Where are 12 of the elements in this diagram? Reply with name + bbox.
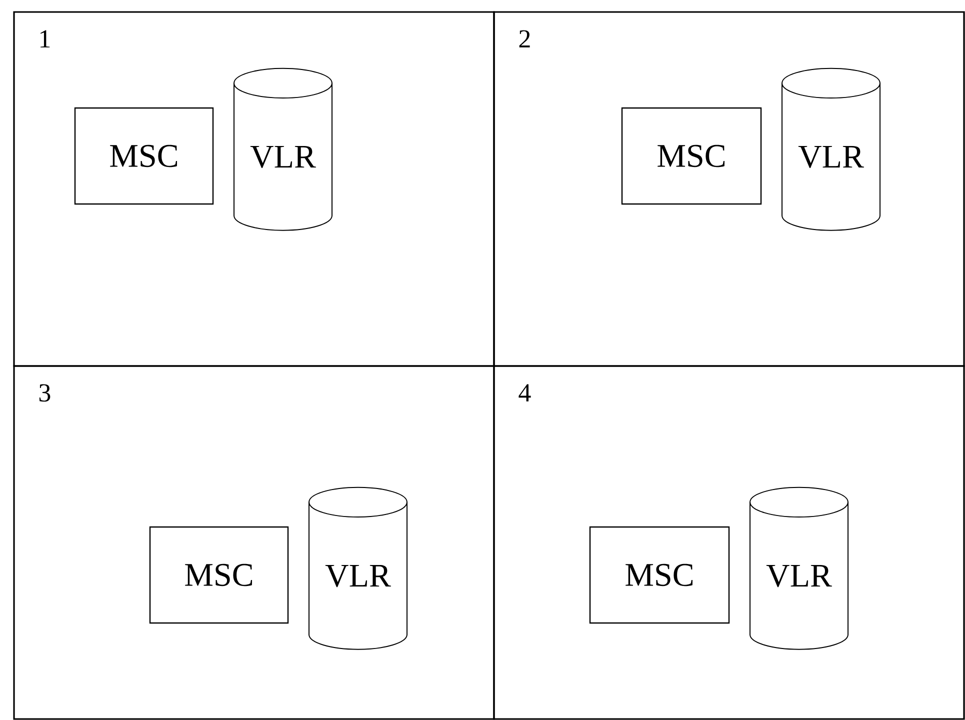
- database-cylinder: VLR: [750, 486, 849, 650]
- process-box: MSC: [589, 526, 730, 624]
- process-box: MSC: [621, 107, 762, 205]
- process-box: MSC: [149, 526, 289, 624]
- database-cylinder: VLR: [308, 486, 408, 650]
- database-cylinder: VLR: [782, 68, 881, 231]
- process-box: MSC: [74, 107, 214, 205]
- panel-number: 3: [39, 384, 50, 402]
- panel-number: 2: [519, 30, 530, 48]
- database-cylinder: VLR: [234, 68, 332, 231]
- panel-number: 1: [40, 30, 50, 48]
- panel-number: 4: [518, 384, 531, 402]
